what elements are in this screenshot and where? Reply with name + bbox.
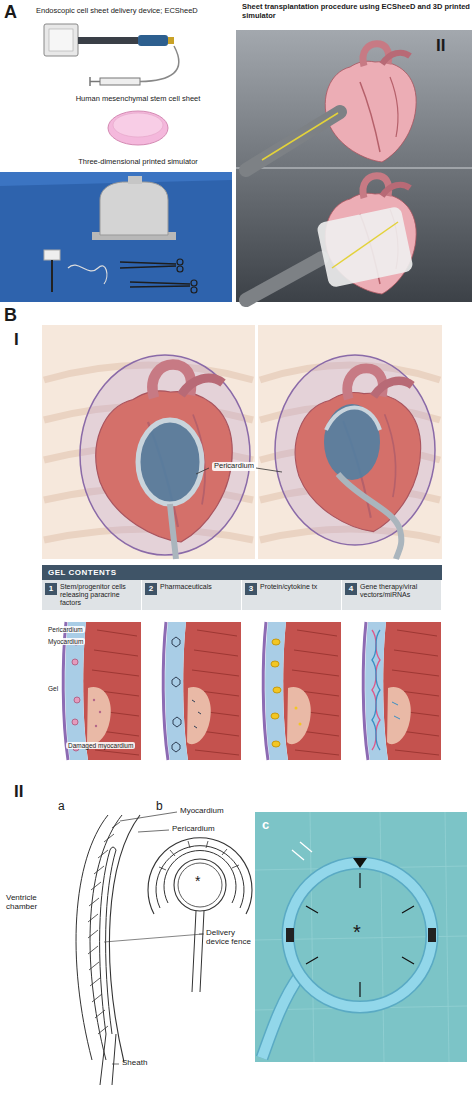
item-text: Pharmaceuticals (160, 583, 238, 591)
item-text: Gene therapy/viral vectors/miRNAs (360, 583, 438, 599)
heart-illustration (42, 325, 442, 559)
device-photo (255, 812, 467, 1062)
sub-panel-label: II (436, 36, 445, 56)
part-label: Gel (46, 685, 60, 692)
content-band: GEL CONTENTS1Stem/progenitor cells relea… (42, 565, 442, 610)
panel-letter: B (4, 305, 17, 326)
part-label: Damaged myocardium (66, 742, 135, 749)
sub-panel-label: b (156, 800, 163, 814)
content-tab: 4Gene therapy/viral vectors/miRNAs (342, 580, 441, 610)
item-number: 4 (345, 583, 357, 595)
asterisk-mark: * (353, 921, 361, 944)
item-number: 2 (145, 583, 157, 595)
content-tab: 2Pharmaceuticals (142, 580, 241, 610)
printed-simulator (0, 172, 232, 302)
part-label: Delivery device fence (206, 928, 252, 946)
asterisk-mark: * (195, 873, 200, 889)
item-text: Stem/progenitor cells releasing paracrin… (60, 583, 138, 607)
content-tab: 3Protein/cytokine tx (242, 580, 341, 610)
line-drawing (148, 838, 252, 992)
sub-panel-label: a (58, 800, 65, 814)
panel-letter: A (4, 2, 17, 23)
sub-panel-label: I (14, 330, 19, 350)
section-header: GEL CONTENTS (42, 565, 442, 580)
gel-tissue-illustration (63, 622, 441, 760)
item-number: 3 (245, 583, 257, 595)
cell-sheet-dish (108, 111, 168, 145)
item-text: Protein/cytokine tx (260, 583, 338, 591)
part-label: Pericardium (212, 462, 256, 471)
part-label: Three-dimensional printed simulator (58, 158, 218, 167)
sub-panel-label: c (262, 818, 269, 833)
content-tab: 1Stem/progenitor cells releasing paracri… (42, 580, 141, 610)
part-label: Pericardium (172, 824, 215, 833)
sub-panel-label: II (14, 782, 23, 802)
panel-caption: Sheet transplantation procedure using EC… (242, 3, 470, 20)
part-label: Myocardium (180, 806, 224, 815)
procedure-rendering (236, 30, 472, 302)
part-label: Human mesenchymal stem cell sheet (58, 95, 218, 104)
part-label: Endoscopic cell sheet delivery device; E… (36, 7, 198, 16)
part-label: Myocardium (46, 638, 85, 645)
part-label: Ventricle chamber (6, 893, 56, 911)
device-illustration (44, 24, 179, 86)
part-label: Pericardium (46, 626, 85, 633)
item-number: 1 (45, 583, 57, 595)
part-label: Sheath (122, 1058, 147, 1067)
line-drawing (76, 812, 203, 1085)
